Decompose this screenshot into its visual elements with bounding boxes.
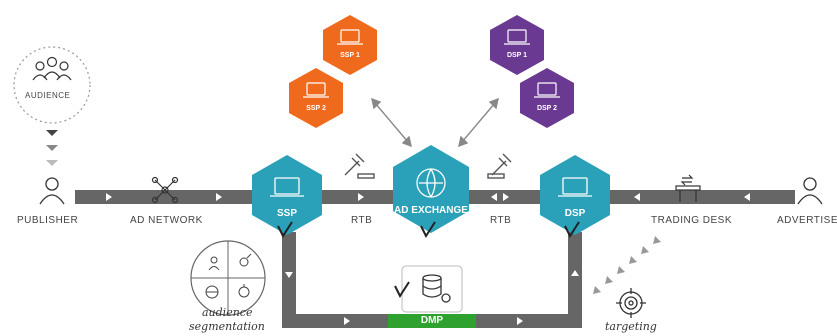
audience-segmentation-label-2: segmentation [189,320,265,333]
audience-down-chevrons [46,130,58,166]
publisher-label: PUBLISHER [17,215,79,226]
rtb-left-label: RTB [351,215,373,226]
segmentation-icons [205,253,252,299]
check-marks [277,221,580,299]
targeting-dots [593,236,661,294]
arrow-left-2 [744,193,750,201]
dsp-main-hexagon [540,155,610,235]
audience-circle [13,46,91,124]
ssp-main-label: SSP [276,208,297,219]
trading-desk-label: TRADING DESK [651,215,733,226]
pipe-dsp-advertiser [603,190,795,204]
arrow-right-2 [216,193,222,201]
dsp1-hexagon [490,15,544,75]
ssp2-hexagon [289,68,343,128]
arrow-right-3 [358,193,364,201]
audience-label: AUDIENCE [25,91,71,100]
pipe-bottom-left [282,314,388,328]
targeting-label: targeting [605,320,657,333]
publisher-icon [39,177,65,205]
ad-exchange-label: AD EXCHANGE [394,205,468,216]
arrow-down [285,272,293,278]
dsp2-hexagon [520,68,574,128]
pipe-dsp-up [568,232,582,328]
pipe-adx-dsp [465,190,540,204]
gavel-icons [344,153,512,179]
dsp2-label: DSP 2 [536,105,558,112]
dsp1-label: DSP 1 [506,52,528,59]
main-hex-icons [270,168,592,198]
adx-main-hexagon [393,145,469,233]
segmentation-quadrants [191,241,265,315]
audience-people-icon [32,56,72,81]
arrow-right-adx [503,193,509,201]
audience-segmentation-label-1: audience [202,306,253,319]
target-icon [616,288,646,318]
arrow-right-bottom-2 [517,317,523,325]
ssp-main-hexagon [252,155,322,235]
pipe-bottom-right [476,314,582,328]
ssp2-label: SSP 2 [306,105,326,112]
arrow-right-1 [106,193,112,201]
laptop-icons [303,29,560,98]
advertiser-icon [797,177,823,205]
rtb-right-label: RTB [490,215,512,226]
pipe-publisher-ssp [75,190,255,204]
ssp1-label: SSP 1 [340,52,360,59]
ad-network-icon [151,176,179,204]
trading-desk-icon [675,174,701,202]
exchange-double-arrows [371,97,499,148]
advertiser-label: ADVERTISE [777,215,837,226]
arrow-left-adx [491,193,497,201]
arrow-up [571,270,579,276]
ssp1-hexagon [323,15,377,75]
dsp-main-label: DSP [564,208,586,219]
dmp-label: DMP [388,314,476,328]
arrow-right-bottom-1 [344,317,350,325]
database-icon [422,274,451,303]
arrow-left-1 [634,193,640,201]
ad-network-label: AD NETWORK [130,215,203,226]
